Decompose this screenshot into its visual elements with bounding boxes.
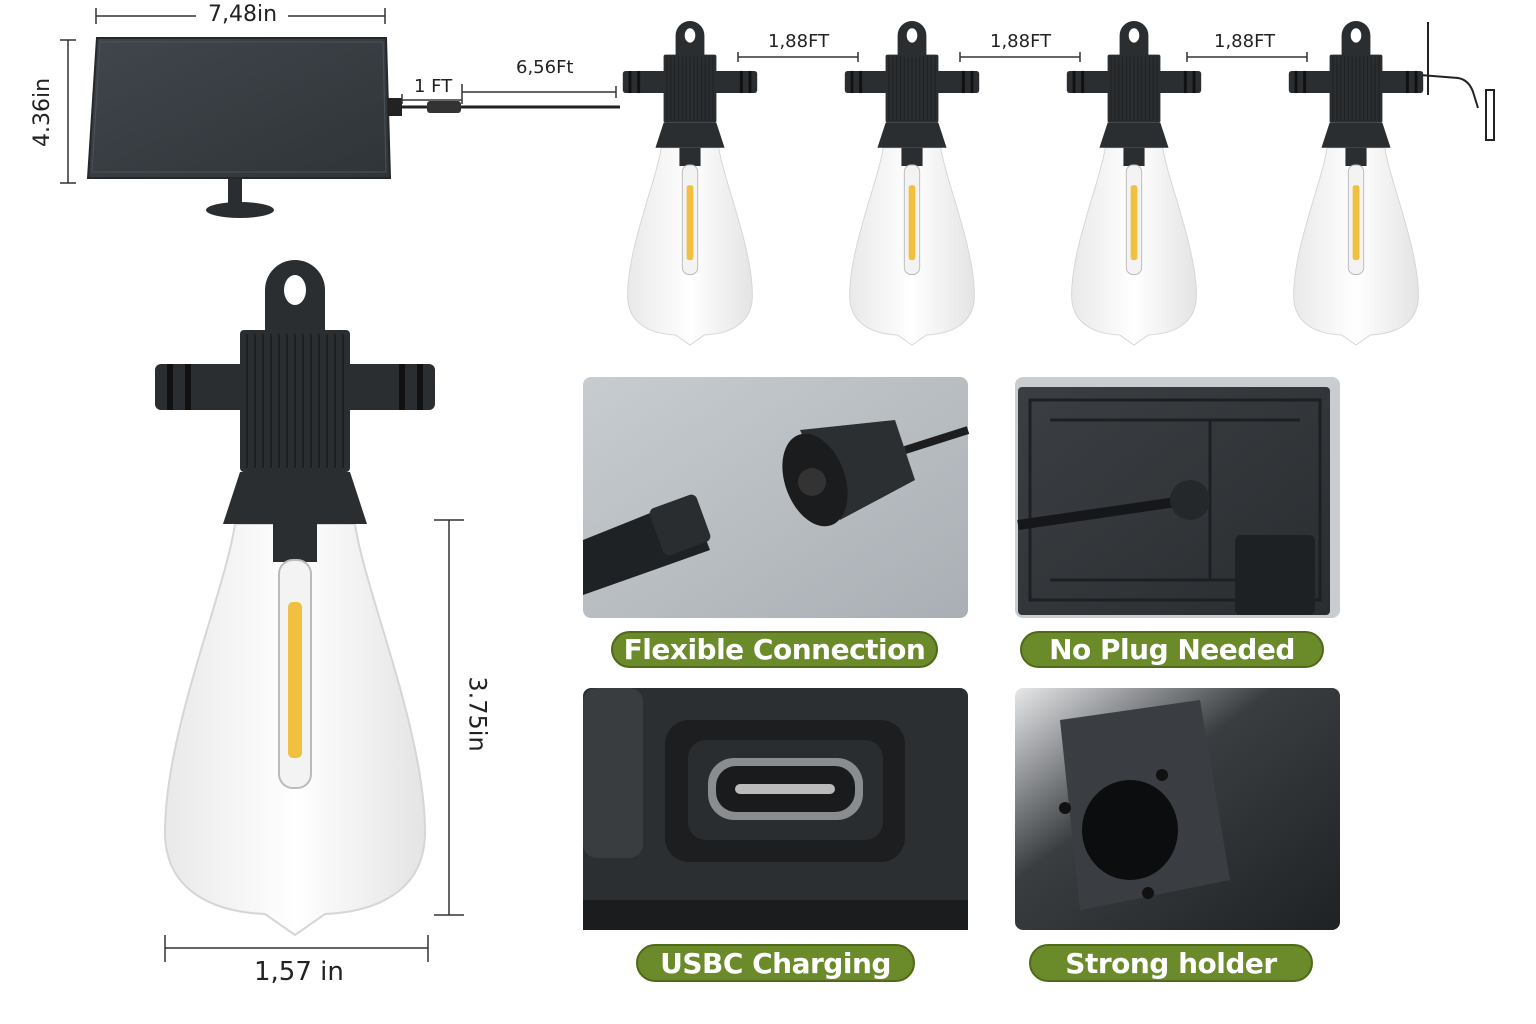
bulb-height-label: 3.75in — [463, 676, 492, 752]
feature-label-strong-holder: Strong holder — [1029, 944, 1313, 982]
photo-strong-holder — [1015, 688, 1340, 930]
photo-no-plug-needed — [1015, 377, 1340, 618]
bulb-small — [622, 21, 758, 346]
dimension-lines — [60, 8, 1308, 962]
feature-label-no-plug-needed: No Plug Needed — [1020, 631, 1324, 668]
feature-label-usbc-charging: USBC Charging — [636, 944, 915, 982]
end-cap — [1419, 22, 1495, 141]
cable-short-label: 1 FT — [414, 76, 453, 97]
cable-long-label: 6,56Ft — [516, 57, 574, 78]
bulb-small — [1288, 21, 1424, 346]
photo-usbc-charging — [583, 688, 968, 930]
feature-label-flexible-connection: Flexible Connection — [611, 631, 938, 668]
solar-panel — [86, 37, 620, 218]
bulb-spacing-label: 1,88FT — [1214, 31, 1276, 52]
bulb-spacing-label: 1,88FT — [768, 31, 830, 52]
bulb-small — [844, 21, 980, 346]
panel-width-label: 7,48in — [208, 2, 278, 27]
panel-height-label: 4.36in — [30, 77, 56, 148]
bulb-width-label: 1,57 in — [254, 957, 344, 987]
bulb-large — [155, 260, 435, 937]
bulb-small — [1066, 21, 1202, 346]
bulb-spacing-label: 1,88FT — [990, 31, 1052, 52]
photo-flexible-connection — [583, 377, 970, 618]
